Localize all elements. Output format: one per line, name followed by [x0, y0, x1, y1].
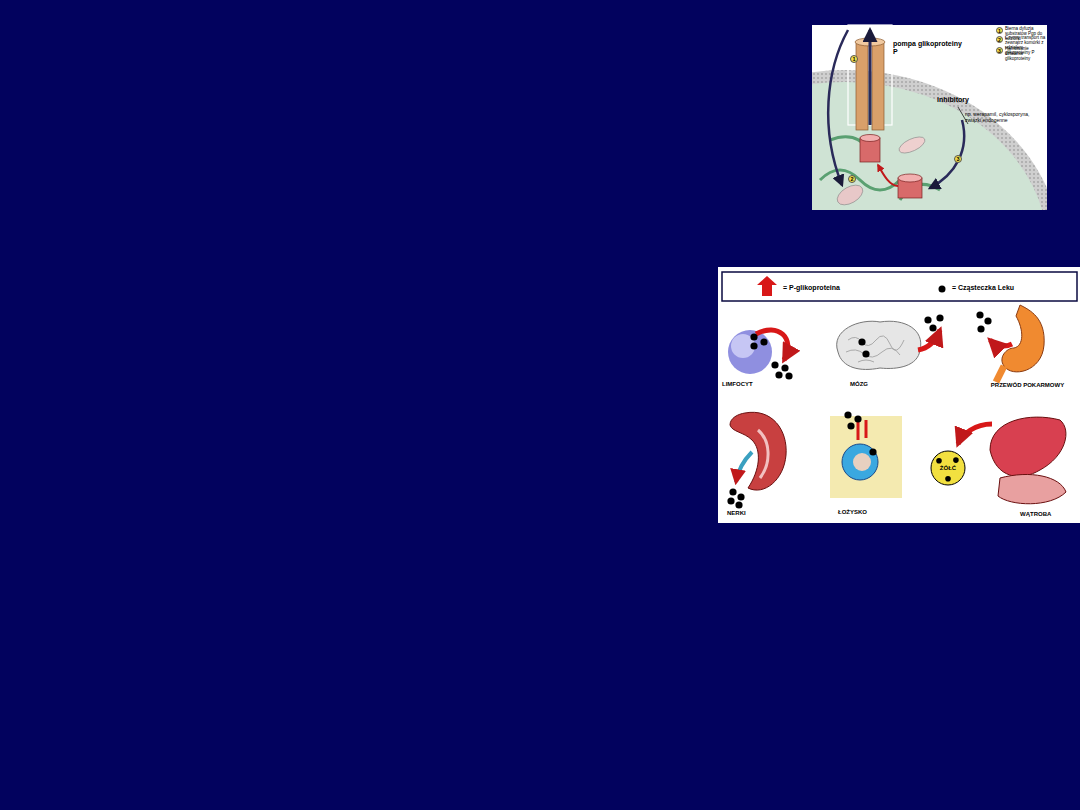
node-text: ŻÓŁĆ: [940, 465, 956, 472]
legend-note: Hamowanie działania glikoproteiny: [1005, 47, 1047, 62]
callout-number: 3: [954, 155, 962, 163]
callout-number: 2: [848, 175, 856, 183]
legend-arrow: [757, 276, 777, 296]
callout-number: 2: [996, 36, 1003, 43]
organ-label: ŁOŻYSKO: [838, 509, 898, 516]
organ-label: NERKI: [727, 510, 777, 517]
callout-number: 3: [996, 47, 1003, 54]
bile-circle: ŻÓŁĆ: [930, 450, 966, 486]
organ-label: LIMFOCYT: [722, 381, 782, 388]
organ-label: MÓZG: [850, 381, 900, 388]
organ-panel: [718, 267, 1080, 523]
legend-text: = P-glikoproteina: [783, 284, 840, 292]
legend-dot: [939, 286, 946, 293]
callout-number: 1: [850, 55, 858, 63]
inhibitor-label: inhibitory: [937, 96, 987, 104]
organ-label: PRZEWÓD POKARMOWY: [990, 382, 1065, 389]
callout-number: 1: [996, 27, 1003, 34]
organ-label: WĄTROBA: [1020, 511, 1078, 518]
drug-molecules: [727, 311, 991, 508]
inhibitor-examples: np. werapamil, cyklosporyna, związki end…: [965, 112, 1043, 123]
legend-text: = Cząsteczka Leku: [952, 284, 1014, 292]
pump-label: pompa glikoproteiny P: [893, 40, 963, 55]
